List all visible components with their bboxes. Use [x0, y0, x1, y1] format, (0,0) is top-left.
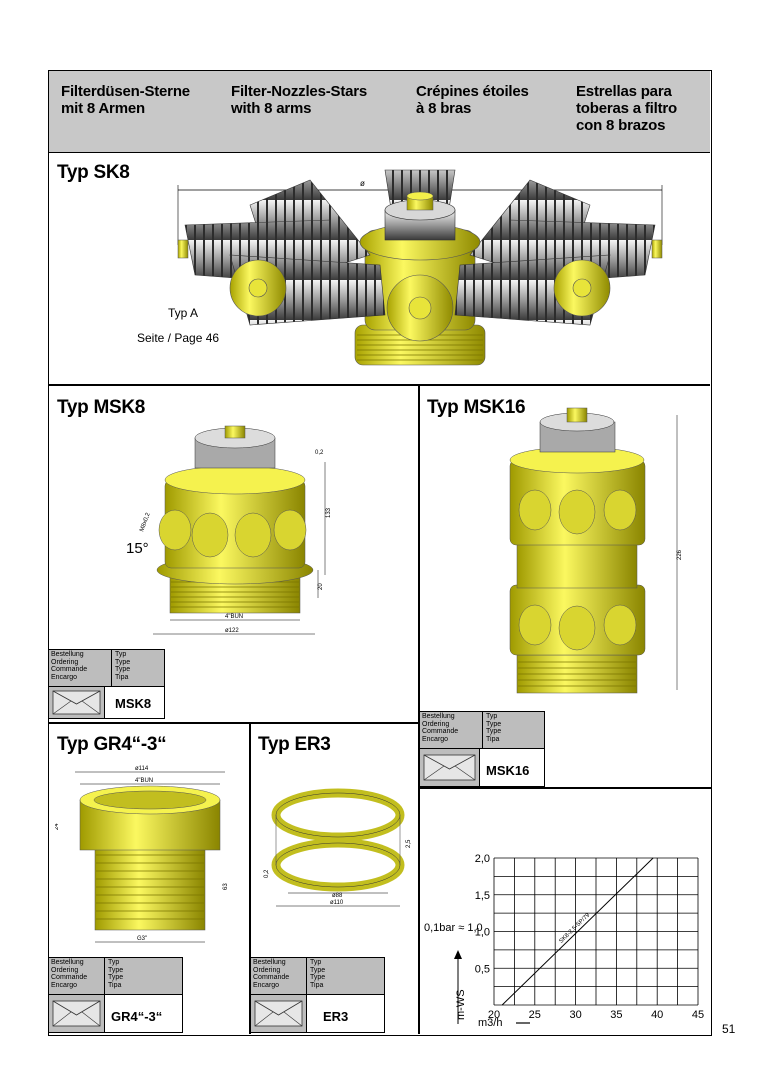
x-tick-label: 20	[488, 1009, 500, 1021]
header-band: Filterdüsen-Sterne mit 8 Armen Filter-No…	[49, 71, 710, 153]
order-code-msk8: MSK8	[115, 696, 152, 711]
order-table-msk16: Bestellung Ordering Commande Encargo Typ…	[419, 711, 545, 787]
msk8-thread-dim: 4"BUN	[225, 614, 243, 620]
x-tick-label: 40	[651, 1009, 663, 1021]
gr4-outer-dim: ø114	[135, 766, 149, 772]
title-sk8: Typ SK8	[57, 162, 130, 183]
y-tick-label: 2,0	[475, 853, 490, 865]
title-msk8: Typ MSK8	[57, 397, 146, 418]
pressure-flow-chart: 20 25 30 35 40 45 0,5 1,0 1,5 2,0 SK8-2,5-SP/79 0…	[424, 853, 704, 1029]
gr4-width-dim: 24	[55, 823, 60, 830]
sk8-diameter-label: ø	[360, 179, 365, 188]
title-gr4: Typ GR4“-3“	[57, 734, 167, 755]
msk8-height-dim: 133	[326, 507, 332, 518]
series-line	[501, 857, 654, 1006]
y-tick-label: 1,5	[475, 890, 490, 902]
series-label: SK8-2,5-SP/79	[558, 912, 591, 945]
catalog-frame: Filterdüsen-Sterne mit 8 Armen Filter-No…	[48, 70, 712, 1036]
header-english: Filter-Nozzles-Stars with 8 arms	[231, 83, 368, 117]
header-german: Filterdüsen-Sterne mit 8 Armen	[61, 83, 190, 117]
chart-ticks: 20 25 30 35 40 45 0,5 1,0 1,5 2,0	[475, 853, 704, 1021]
chart-ylabel: m-WS	[455, 989, 467, 1020]
sk8-page-ref: Seite / Page 46	[137, 331, 220, 345]
envelope-icon[interactable]	[420, 749, 480, 786]
y-tick-label: 1,0	[475, 927, 490, 939]
divider-sk8	[49, 384, 710, 386]
gr4-thread-dim: 4"BUN	[135, 778, 153, 784]
header-french: Crépines étoiles à 8 bras	[416, 83, 529, 117]
msk8-diameter-dim: ø122	[225, 628, 239, 634]
x-tick-label: 35	[610, 1009, 622, 1021]
chart-y-arrowhead	[454, 950, 462, 959]
envelope-icon[interactable]	[251, 995, 307, 1032]
er3-outer-dim: ø110	[330, 900, 344, 906]
order-table-er3: Bestellung Ordering Commande Encargo Typ…	[250, 957, 385, 1033]
x-tick-label: 45	[692, 1009, 704, 1021]
envelope-icon[interactable]	[49, 687, 105, 718]
order-code-er3: ER3	[323, 1009, 349, 1024]
envelope-icon[interactable]	[49, 995, 105, 1032]
gr4-base-dim: G3"	[137, 936, 147, 942]
sk8-type-label: Typ A	[168, 306, 199, 320]
msk16-height-dim: 226	[677, 549, 683, 560]
divider-vertical-right	[418, 384, 420, 1034]
er3-inner-dim: ø88	[332, 893, 343, 899]
msk8-drawing: 133 20 0,2 M8x0,2 4"BUN ø122	[139, 425, 332, 635]
x-tick-label: 25	[529, 1009, 541, 1021]
msk8-wall-dim: M8x0,2	[139, 512, 152, 533]
title-er3: Typ ER3	[258, 734, 331, 755]
y-tick-label: 0,5	[475, 963, 490, 975]
sk8-star-drawing: ø	[177, 169, 663, 366]
order-table-gr4: Bestellung Ordering Commande Encargo Typ…	[48, 957, 183, 1033]
title-msk16: Typ MSK16	[427, 397, 526, 418]
er3-thickness-dim: 0,2	[264, 869, 270, 878]
header-spanish: Estrellas para toberas a filtro con 8 br…	[576, 83, 677, 134]
chart-grid	[493, 857, 699, 1006]
chart-annotation: 0,1bar ≈ 1,0	[424, 922, 483, 934]
msk8-roughness: 0,2	[315, 450, 324, 456]
x-tick-label: 30	[569, 1009, 581, 1021]
er3-drawing: 0,2 2,5 ø88 ø110	[264, 788, 412, 907]
chart-xlabel: m3/h	[478, 1017, 502, 1029]
gr4-drawing: ø114 4"BUN 24 63 G3"	[55, 766, 229, 943]
order-table-msk8: Bestellung Ordering Commande Encargo Typ…	[48, 649, 165, 719]
order-code-msk16: MSK16	[486, 763, 530, 778]
msk8-angle: 15°	[126, 540, 149, 557]
divider-left-bottom	[49, 722, 419, 724]
gr4-height-dim: 63	[223, 883, 229, 890]
page-number: 51	[722, 1022, 736, 1036]
order-code-gr4: GR4“-3“	[111, 1009, 163, 1024]
msk16-drawing: 226	[509, 407, 683, 694]
er3-gap-dim: 2,5	[406, 839, 412, 848]
divider-gr4-er3	[249, 722, 251, 1034]
divider-msk16-chart	[419, 787, 711, 789]
msk8-thread-height-dim: 20	[318, 583, 324, 590]
